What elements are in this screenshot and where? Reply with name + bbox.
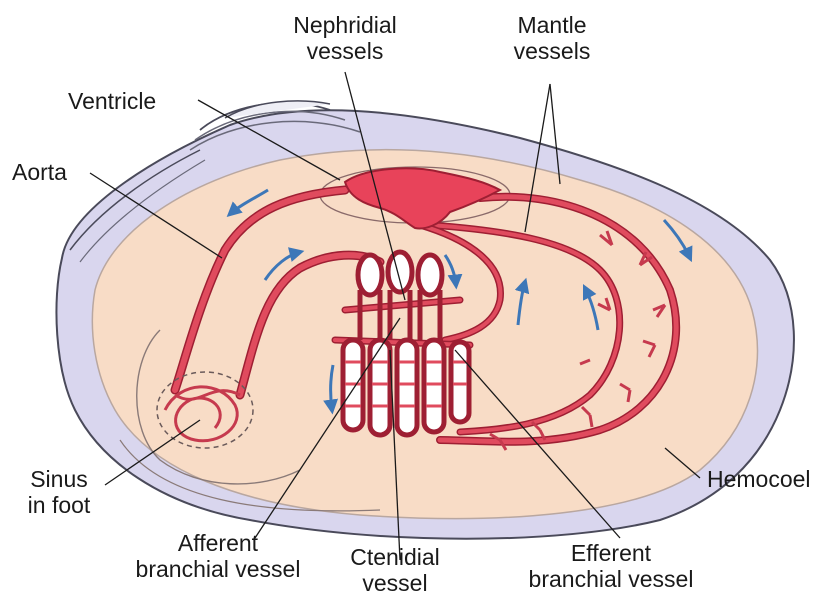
label-efferent-line2: branchial vessel: [496, 566, 726, 592]
label-hemocoel: Hemocoel: [707, 466, 811, 492]
label-sinus-in-foot: Sinus in foot: [14, 466, 104, 518]
label-mantle-line1: Mantle: [492, 12, 612, 38]
label-nephridial-line1: Nephridial: [272, 12, 418, 38]
label-afferent-line1: Afferent: [118, 530, 318, 556]
label-sinus-line1: Sinus: [14, 466, 104, 492]
label-ctenidial-vessel: Ctenidial vessel: [330, 544, 460, 596]
label-efferent-branchial-vessel: Efferent branchial vessel: [496, 540, 726, 592]
label-nephridial-line2: vessels: [272, 38, 418, 64]
label-sinus-line2: in foot: [14, 492, 104, 518]
label-ventricle: Ventricle: [68, 88, 156, 114]
label-afferent-line2: branchial vessel: [118, 556, 318, 582]
label-nephridial-vessels: Nephridial vessels: [272, 12, 418, 64]
label-aorta: Aorta: [12, 159, 67, 185]
label-afferent-branchial-vessel: Afferent branchial vessel: [118, 530, 318, 582]
label-mantle-line2: vessels: [492, 38, 612, 64]
label-ctenidial-line2: vessel: [330, 570, 460, 596]
label-efferent-line1: Efferent: [496, 540, 726, 566]
label-mantle-vessels: Mantle vessels: [492, 12, 612, 64]
label-ctenidial-line1: Ctenidial: [330, 544, 460, 570]
